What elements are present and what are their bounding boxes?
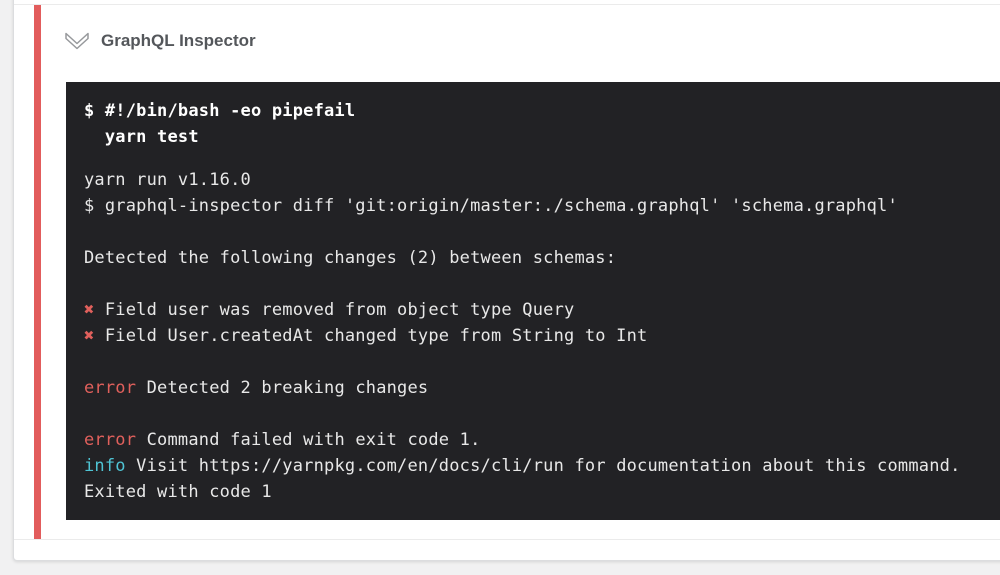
build-step-card: GraphQL Inspector $ #!/bin/bash -eo pipe… [13, 0, 1000, 561]
collapse-chevron-icon [65, 32, 89, 50]
console-body: yarn run v1.16.0 $ graphql-inspector diff… [84, 167, 1000, 505]
console-output: $ #!/bin/bash -eo pipefail yarn test yar… [66, 82, 1000, 520]
failed-step-container: GraphQL Inspector $ #!/bin/bash -eo pipe… [34, 5, 1000, 539]
console-command: $ #!/bin/bash -eo pipefail yarn test [84, 98, 1000, 150]
console-line [84, 349, 1000, 375]
console-line: error Detected 2 breaking changes [84, 378, 429, 398]
console-line: Detected the following changes (2) betwe… [84, 248, 617, 268]
console-line: info Visit https://yarnpkg.com/en/docs/c… [84, 456, 961, 476]
console-line [84, 401, 1000, 427]
console-line [84, 219, 1000, 245]
console-line: yarn test [84, 127, 199, 147]
console-line: $ #!/bin/bash -eo pipefail [84, 101, 356, 121]
step-title: GraphQL Inspector [101, 31, 256, 50]
console-line: ✖ Field user was removed from object typ… [84, 300, 575, 320]
console-line: Exited with code 1 [84, 482, 272, 502]
console-line: error Command failed with exit code 1. [84, 430, 481, 450]
console-line [84, 271, 1000, 297]
console-line: ✖ Field User.createdAt changed type from… [84, 326, 648, 346]
step-section: GraphQL Inspector $ #!/bin/bash -eo pipe… [14, 4, 1000, 540]
console-line: yarn run v1.16.0 [84, 170, 251, 190]
console-line: $ graphql-inspector diff 'git:origin/mas… [84, 196, 898, 216]
step-header[interactable]: GraphQL Inspector [41, 5, 1000, 82]
